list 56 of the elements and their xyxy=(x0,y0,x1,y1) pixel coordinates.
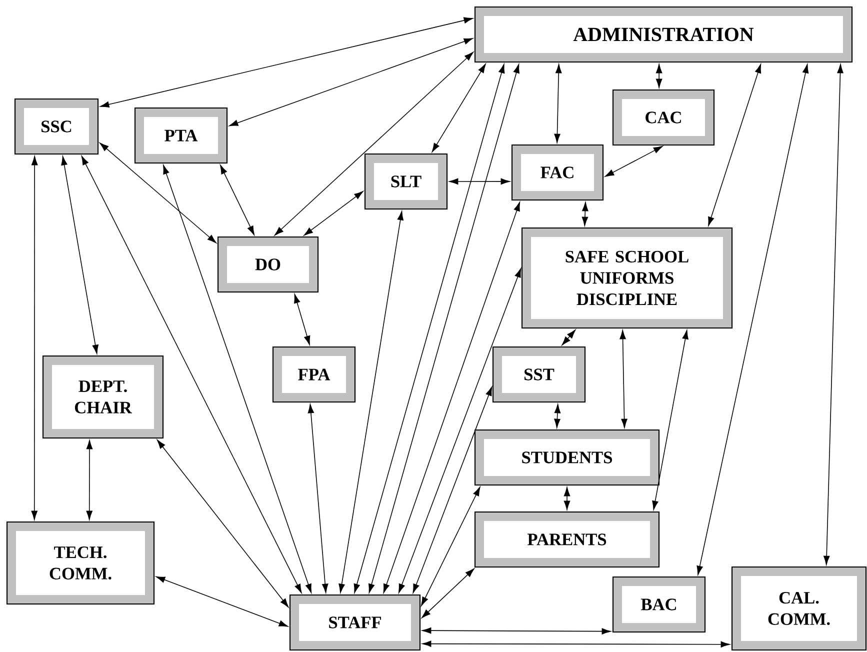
org-box: CAC xyxy=(612,89,715,146)
arrow xyxy=(156,576,288,627)
arrow xyxy=(604,146,663,177)
arrow xyxy=(421,486,480,606)
arrow xyxy=(100,142,216,244)
org-box: FPA xyxy=(272,346,356,403)
arrow xyxy=(383,202,520,593)
arrow xyxy=(432,64,486,152)
arrow xyxy=(620,330,628,428)
arrow xyxy=(163,164,312,593)
arrow xyxy=(100,17,473,108)
arrow xyxy=(156,440,289,608)
arrow xyxy=(31,156,38,520)
arrow xyxy=(412,386,492,594)
arrow xyxy=(294,294,310,345)
arrow xyxy=(228,38,474,126)
org-box: SST xyxy=(492,346,586,403)
org-box: BAC xyxy=(612,576,706,633)
arrow xyxy=(652,330,688,510)
org-box: DEPT. CHAIR xyxy=(42,355,164,439)
arrow xyxy=(824,64,844,565)
arrow xyxy=(422,568,474,618)
arrow xyxy=(554,64,562,143)
arrow xyxy=(86,440,93,520)
arrow xyxy=(220,164,254,236)
org-box: DO xyxy=(217,236,319,293)
arrow xyxy=(562,330,576,346)
arrow xyxy=(422,640,730,648)
arrow xyxy=(564,487,570,510)
arrow xyxy=(656,64,662,88)
org-box: ADMINISTRATION xyxy=(474,6,853,63)
arrow xyxy=(61,156,98,354)
org-box: STUDENTS xyxy=(474,429,660,486)
org-box: PTA xyxy=(134,107,228,164)
arrow xyxy=(274,52,474,236)
arrow xyxy=(708,64,762,226)
arrow xyxy=(308,404,328,593)
org-box: SSC xyxy=(14,98,99,155)
org-box: CAL. COMM. xyxy=(731,566,867,651)
org-box: FAC xyxy=(511,144,604,201)
org-box: SAFE SCHOOL UNIFORMS DISCIPLINE xyxy=(521,227,733,329)
arrow xyxy=(81,156,302,594)
arrow xyxy=(304,191,364,236)
org-box: STAFF xyxy=(289,594,421,651)
arrow xyxy=(368,64,520,593)
arrow xyxy=(449,178,510,185)
arrow xyxy=(422,627,611,634)
org-box: PARENTS xyxy=(474,511,660,568)
arrow xyxy=(398,268,522,594)
org-box: SLT xyxy=(364,153,448,210)
arrow xyxy=(554,404,561,428)
arrow xyxy=(696,64,809,575)
arrow xyxy=(582,202,588,226)
org-box: TECH. COMM. xyxy=(6,521,155,605)
arrow xyxy=(338,211,404,593)
arrow xyxy=(354,64,505,593)
